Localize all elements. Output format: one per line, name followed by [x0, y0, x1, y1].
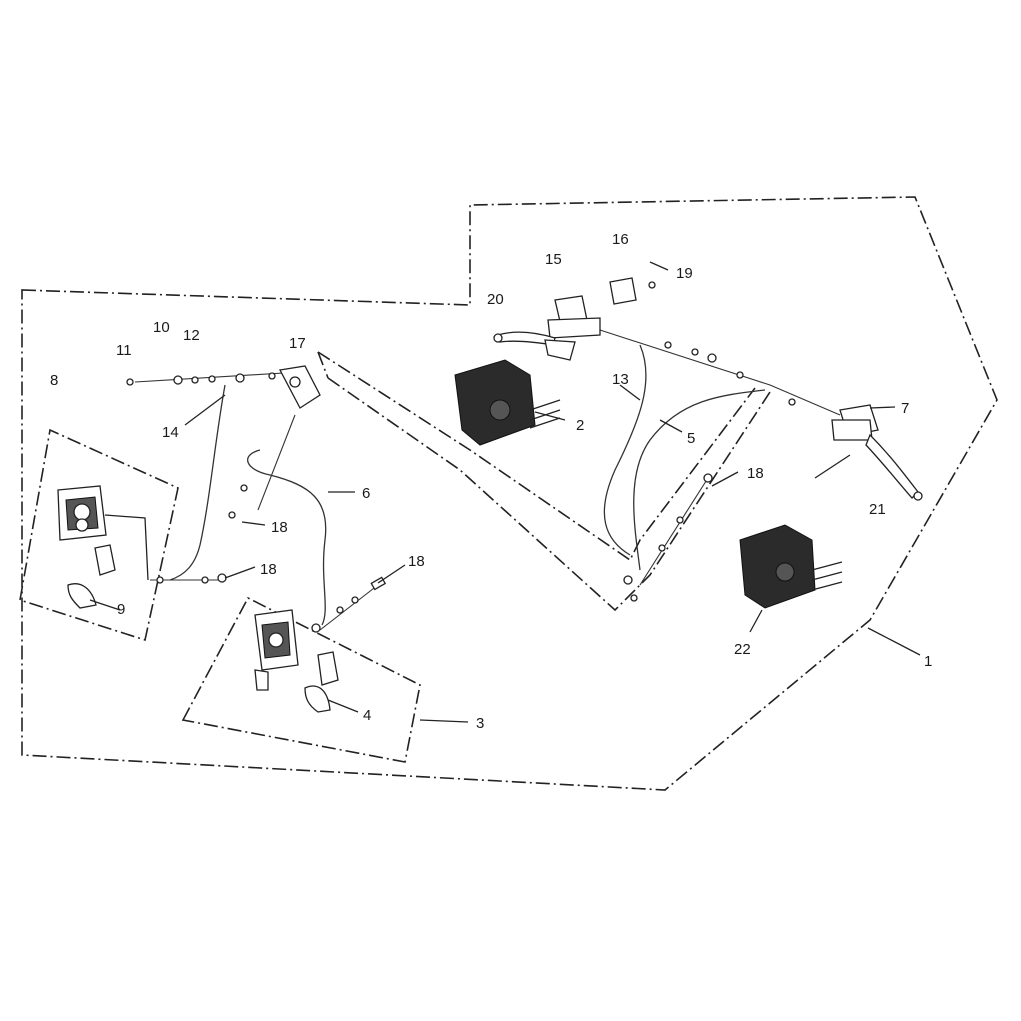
callout-7: 7 [901, 400, 909, 417]
callout-18-a: 18 [271, 519, 288, 536]
callout-10: 10 [153, 319, 170, 336]
hose-lower-2 [319, 584, 379, 631]
lower-caliper-frame [181, 596, 421, 763]
callout-labels: 1 2 3 4 5 6 7 8 9 10 11 12 13 14 15 16 1… [50, 231, 932, 732]
hose-14 [169, 384, 226, 581]
callout-19: 19 [676, 265, 693, 282]
hose-to-right-lever [599, 329, 841, 416]
callout-15: 15 [545, 251, 562, 268]
control-module-22 [739, 524, 843, 609]
callout-5: 5 [687, 430, 695, 447]
pad-9 [67, 583, 97, 609]
hose-6 [247, 449, 327, 626]
junction-block-17 [279, 365, 321, 409]
hose-5 [633, 389, 766, 571]
callout-1: 1 [924, 653, 932, 670]
callout-4: 4 [363, 707, 371, 724]
callout-11: 11 [116, 342, 132, 359]
hose-right-bottom [639, 477, 709, 586]
callout-22: 22 [734, 641, 751, 658]
left-caliper-frame [19, 428, 179, 642]
control-module-2 [454, 359, 561, 446]
callout-18-c: 18 [408, 553, 425, 570]
callout-13: 13 [612, 371, 629, 388]
callout-8: 8 [50, 372, 58, 389]
callout-12: 12 [183, 327, 200, 344]
hose-13 [603, 344, 647, 556]
callout-9: 9 [117, 601, 125, 618]
callout-14: 14 [162, 424, 179, 441]
master-cylinder-left [493, 277, 656, 361]
leader-lines [89, 261, 921, 723]
callout-6: 6 [362, 485, 370, 502]
callout-18-d: 18 [747, 465, 764, 482]
callout-18-b: 18 [260, 561, 277, 578]
clamp-16 [609, 277, 637, 305]
left-caliper [57, 485, 149, 609]
handlebar-outline [317, 351, 771, 612]
callout-21: 21 [869, 501, 886, 518]
assembly-frame [21, 196, 998, 791]
callout-3: 3 [476, 715, 484, 732]
callout-16: 16 [612, 231, 629, 248]
lever-21 [865, 433, 919, 499]
callout-2: 2 [576, 417, 584, 434]
lower-caliper [254, 609, 339, 713]
callout-17: 17 [289, 335, 306, 352]
fittings [126, 341, 796, 633]
pad-4 [304, 685, 331, 713]
hose-lower [257, 414, 296, 511]
brake-hoses [134, 329, 841, 631]
master-cylinder-right [831, 404, 923, 501]
callout-20: 20 [487, 291, 504, 308]
